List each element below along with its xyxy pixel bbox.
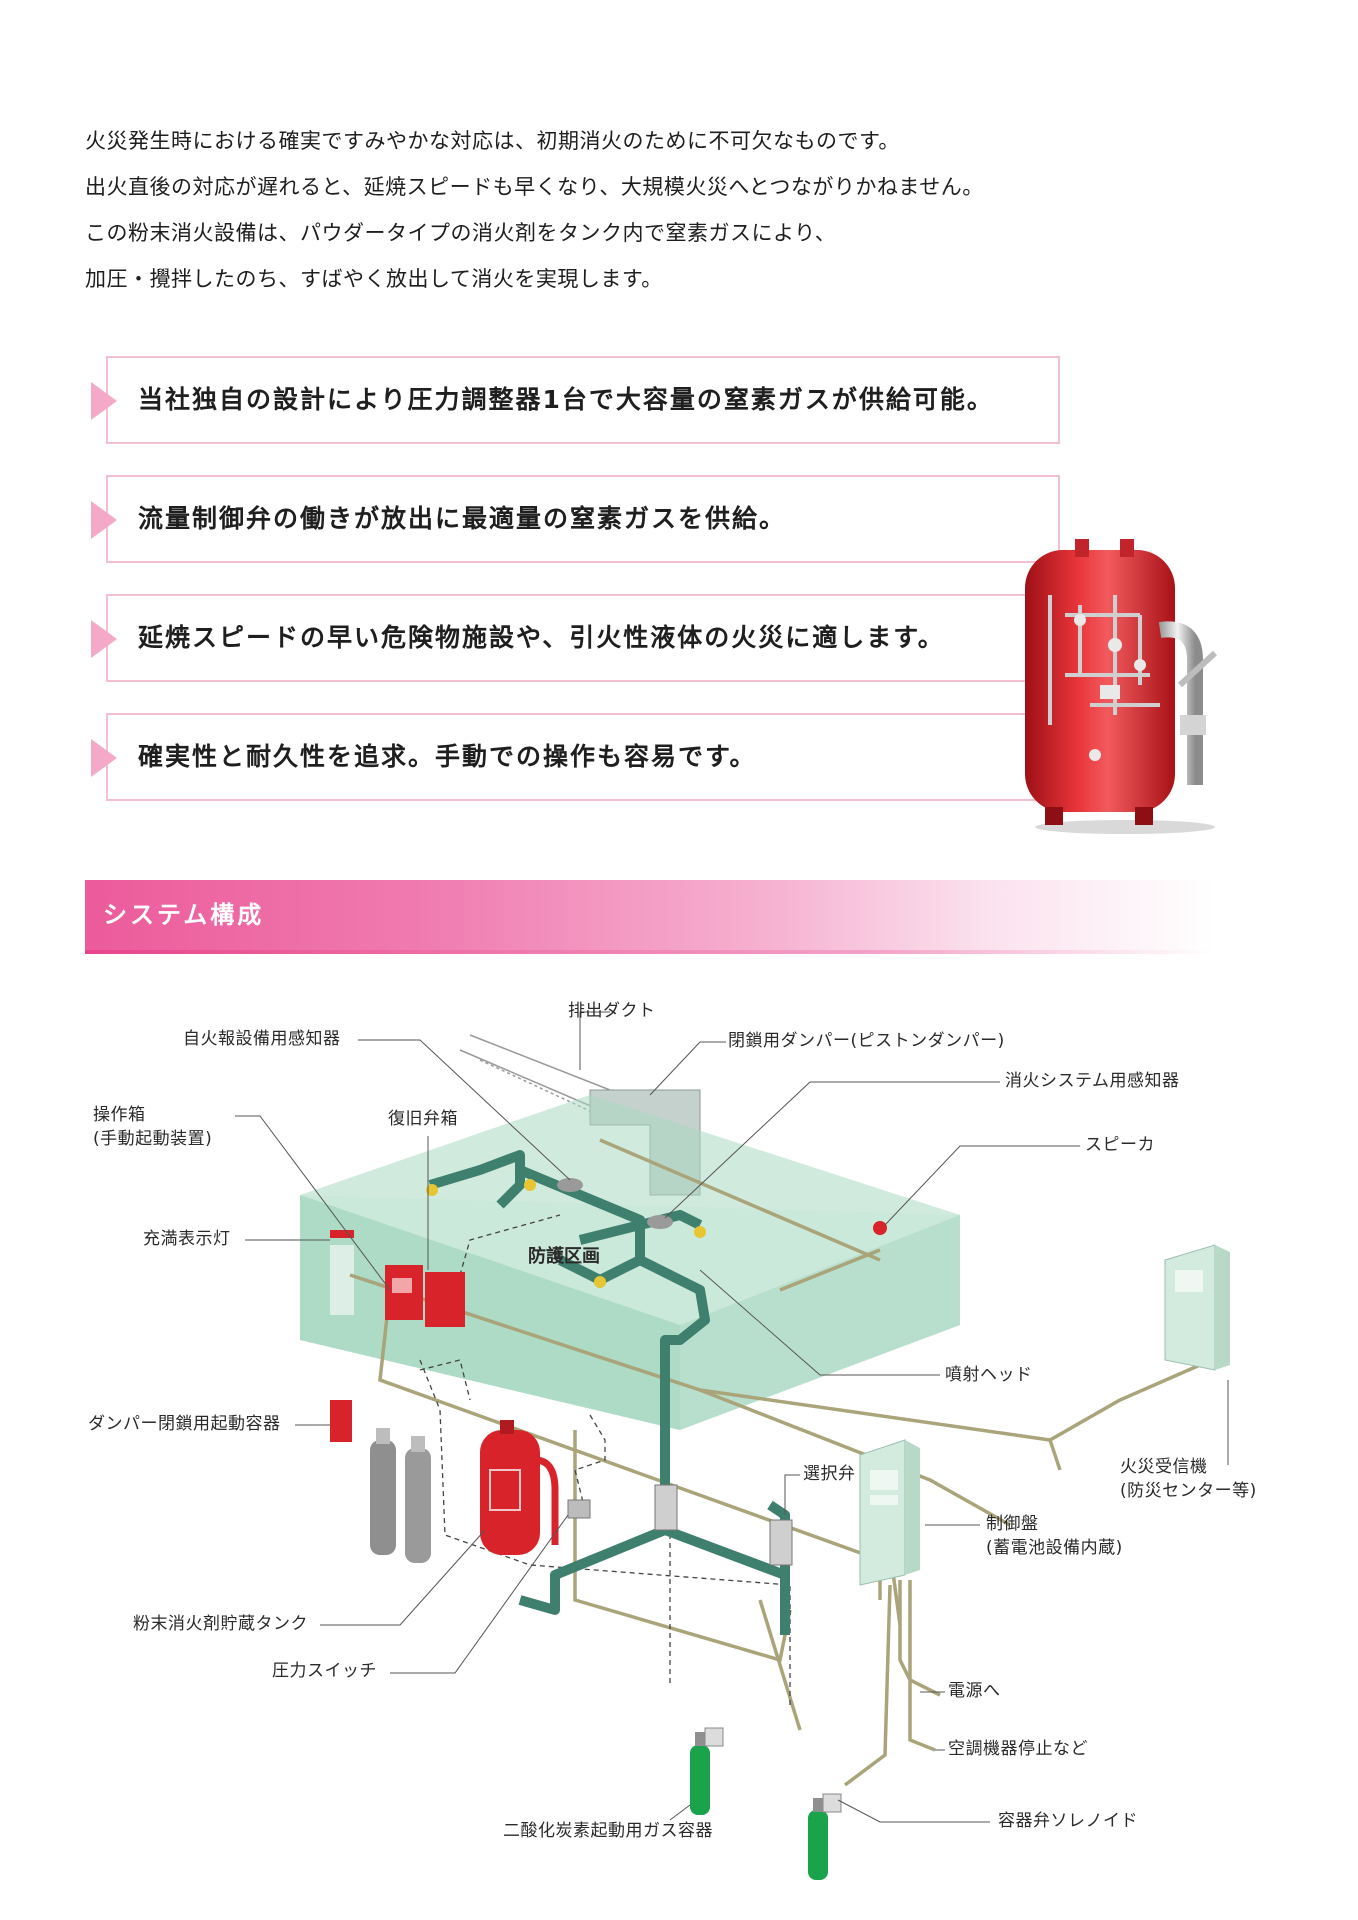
leader-lines — [235, 1011, 1229, 1823]
label-fire-receiver: 火災受信機 — [1120, 1457, 1208, 1477]
intro-line: 出火直後の対応が遅れると、延焼スピードも早くなり、大規模火災へとつながりかねませ… — [85, 175, 984, 199]
triangle-bullet-icon — [91, 739, 117, 777]
section-title: システム構成 — [103, 901, 265, 929]
label-hvac-stop: 空調機器停止など — [948, 1739, 1088, 1759]
feature-box: 延焼スピードの早い危険物施設や、引火性液体の火災に適します。 — [91, 594, 1060, 682]
triangle-bullet-icon — [91, 620, 117, 658]
label-fire-alarm-detector: 自火報設備用感知器 — [183, 1029, 341, 1049]
label-exhaust-duct: 排出ダクト — [568, 1001, 656, 1021]
feature-box: 確実性と耐久性を追求。手動での操作も容易です。 — [91, 713, 1060, 801]
intro-line: 火災発生時における確実ですみやかな対応は、初期消火のために不可欠なものです。 — [85, 129, 900, 153]
intro-text: 火災発生時における確実ですみやかな対応は、初期消火のために不可欠なものです。 出… — [85, 118, 1185, 302]
nitrogen-cylinders — [370, 1428, 431, 1563]
feature-text: 当社独自の設計により圧力調整器1台で大容量の窒素ガスが供給可能。 — [138, 385, 994, 414]
triangle-bullet-icon — [91, 382, 117, 420]
label-control-panel-sub: (蓄電池設備内蔵) — [986, 1538, 1123, 1558]
label-power: 電源へ — [948, 1681, 1001, 1701]
label-solenoid: 容器弁ソレノイド — [998, 1811, 1138, 1831]
control-panel-icon — [859, 1439, 920, 1586]
label-recovery-valve-box: 復旧弁箱 — [388, 1109, 458, 1129]
label-selector-valve: 選択弁 — [803, 1464, 856, 1484]
label-pressure-switch: 圧力スイッチ — [272, 1661, 377, 1681]
label-fire-receiver-sub: (防災センター等) — [1120, 1481, 1257, 1501]
label-control-panel: 制御盤 — [986, 1514, 1039, 1534]
feature-text: 流量制御弁の働きが放出に最適量の窒素ガスを供給。 — [138, 504, 787, 533]
pipe-network — [428, 1150, 790, 1635]
recovery-valve-box — [425, 1272, 465, 1327]
co2-starter-cylinders — [690, 1727, 842, 1880]
feature-box: 当社独自の設計により圧力調整器1台で大容量の窒素ガスが供給可能。 — [91, 356, 1060, 444]
label-powder-tank: 粉末消火剤貯蔵タンク — [133, 1614, 308, 1634]
label-operation-box: 操作箱 — [93, 1105, 146, 1125]
zone-label: 防護区画 — [528, 1246, 600, 1267]
selector-valve-icon — [769, 1519, 793, 1566]
powder-tank-icon — [480, 1420, 559, 1555]
label-speaker: スピーカ — [1085, 1135, 1155, 1155]
intro-line: この粉末消火設備は、パウダータイプの消火剤をタンク内で窒素ガスにより、 — [85, 221, 837, 245]
powder-tank-photo — [1025, 539, 1218, 834]
fire-receiver-icon — [1164, 1244, 1230, 1371]
fire-alarm-detector-icon — [557, 1178, 583, 1192]
full-indicator-lamp — [330, 1230, 354, 1238]
feature-box: 流量制御弁の働きが放出に最適量の窒素ガスを供給。 — [91, 475, 1060, 563]
label-damper-container: ダンパー閉鎖用起動容器 — [88, 1414, 281, 1434]
intro-line: 加圧・攪拌したのち、すばやく放出して消火を実現します。 — [85, 267, 663, 291]
label-nozzle: 噴射ヘッド — [945, 1365, 1033, 1385]
feature-text: 確実性と耐久性を追求。手動での操作も容易です。 — [138, 742, 757, 771]
section-underline — [85, 950, 1215, 954]
triangle-bullet-icon — [91, 501, 117, 539]
section-header: システム構成 — [85, 880, 1215, 954]
label-operation-box-sub: (手動起動装置) — [93, 1129, 213, 1149]
label-full-indicator: 充満表示灯 — [143, 1229, 231, 1249]
pressure-switch-icon — [567, 1499, 591, 1519]
system-detector-icon — [647, 1215, 673, 1229]
speaker-icon — [873, 1221, 887, 1235]
label-system-detector: 消火システム用感知器 — [1005, 1071, 1180, 1091]
label-closing-damper: 閉鎖用ダンパー(ピストンダンパー) — [728, 1031, 1005, 1051]
feature-text: 延焼スピードの早い危険物施設や、引火性液体の火災に適します。 — [138, 623, 945, 652]
selector-valve-icon — [654, 1484, 678, 1531]
label-co2-container: 二酸化炭素起動用ガス容器 — [503, 1821, 713, 1841]
system-diagram-graphic — [235, 1011, 1230, 1880]
system-diagram: 防護区画 排出ダクト 自火報設備用感知器 閉鎖用ダンパー(ピストンダンパー) 消… — [0, 960, 1358, 1920]
nozzle-heads — [426, 1179, 706, 1288]
damper-starter-container — [330, 1400, 352, 1442]
